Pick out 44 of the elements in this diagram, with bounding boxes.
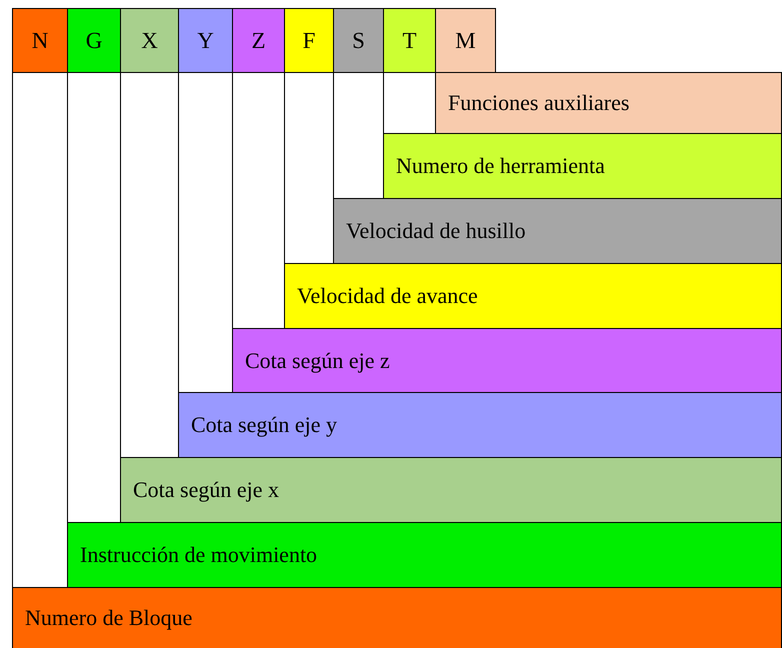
letter-cell <box>383 8 436 73</box>
address-letter: T <box>402 28 417 54</box>
letter-cell <box>12 8 68 73</box>
band-label: Velocidad de avance <box>297 283 478 309</box>
address-letter: N <box>32 28 48 54</box>
address-letter: Z <box>251 28 266 54</box>
letter-cell <box>67 8 121 73</box>
description-band <box>232 328 782 393</box>
description-band <box>12 587 782 648</box>
letter-cell <box>435 8 496 73</box>
letter-cell <box>333 8 384 73</box>
description-band <box>435 72 782 134</box>
address-letter: X <box>141 28 158 54</box>
band-label: Cota según eje z <box>245 348 390 374</box>
column-line <box>383 72 384 134</box>
band-label: Instrucción de movimiento <box>80 542 318 568</box>
description-band <box>67 522 782 588</box>
letter-cell <box>284 8 334 73</box>
band-label: Funciones auxiliares <box>448 90 630 116</box>
description-band <box>120 457 782 523</box>
band-label: Numero de Bloque <box>25 605 192 631</box>
address-letter: M <box>455 28 476 54</box>
column-line <box>67 72 68 522</box>
column-line <box>333 72 334 198</box>
column-line <box>120 72 121 458</box>
band-label: Velocidad de husillo <box>346 218 526 244</box>
column-line <box>232 72 233 328</box>
column-line <box>284 72 285 264</box>
address-letter: F <box>302 28 316 54</box>
band-label: Cota según eje y <box>191 412 338 438</box>
letter-cell <box>178 8 233 73</box>
address-letter: S <box>352 28 365 54</box>
description-band <box>383 133 782 199</box>
letter-cell <box>232 8 285 73</box>
description-band <box>333 198 782 264</box>
column-line <box>178 72 179 392</box>
band-label: Numero de herramienta <box>396 153 605 179</box>
description-band <box>284 263 782 329</box>
column-line <box>12 72 13 588</box>
description-band <box>178 392 782 458</box>
address-letter: Y <box>197 28 214 54</box>
letter-cell <box>120 8 179 73</box>
address-letter: G <box>86 28 102 54</box>
band-label: Cota según eje x <box>133 477 280 503</box>
